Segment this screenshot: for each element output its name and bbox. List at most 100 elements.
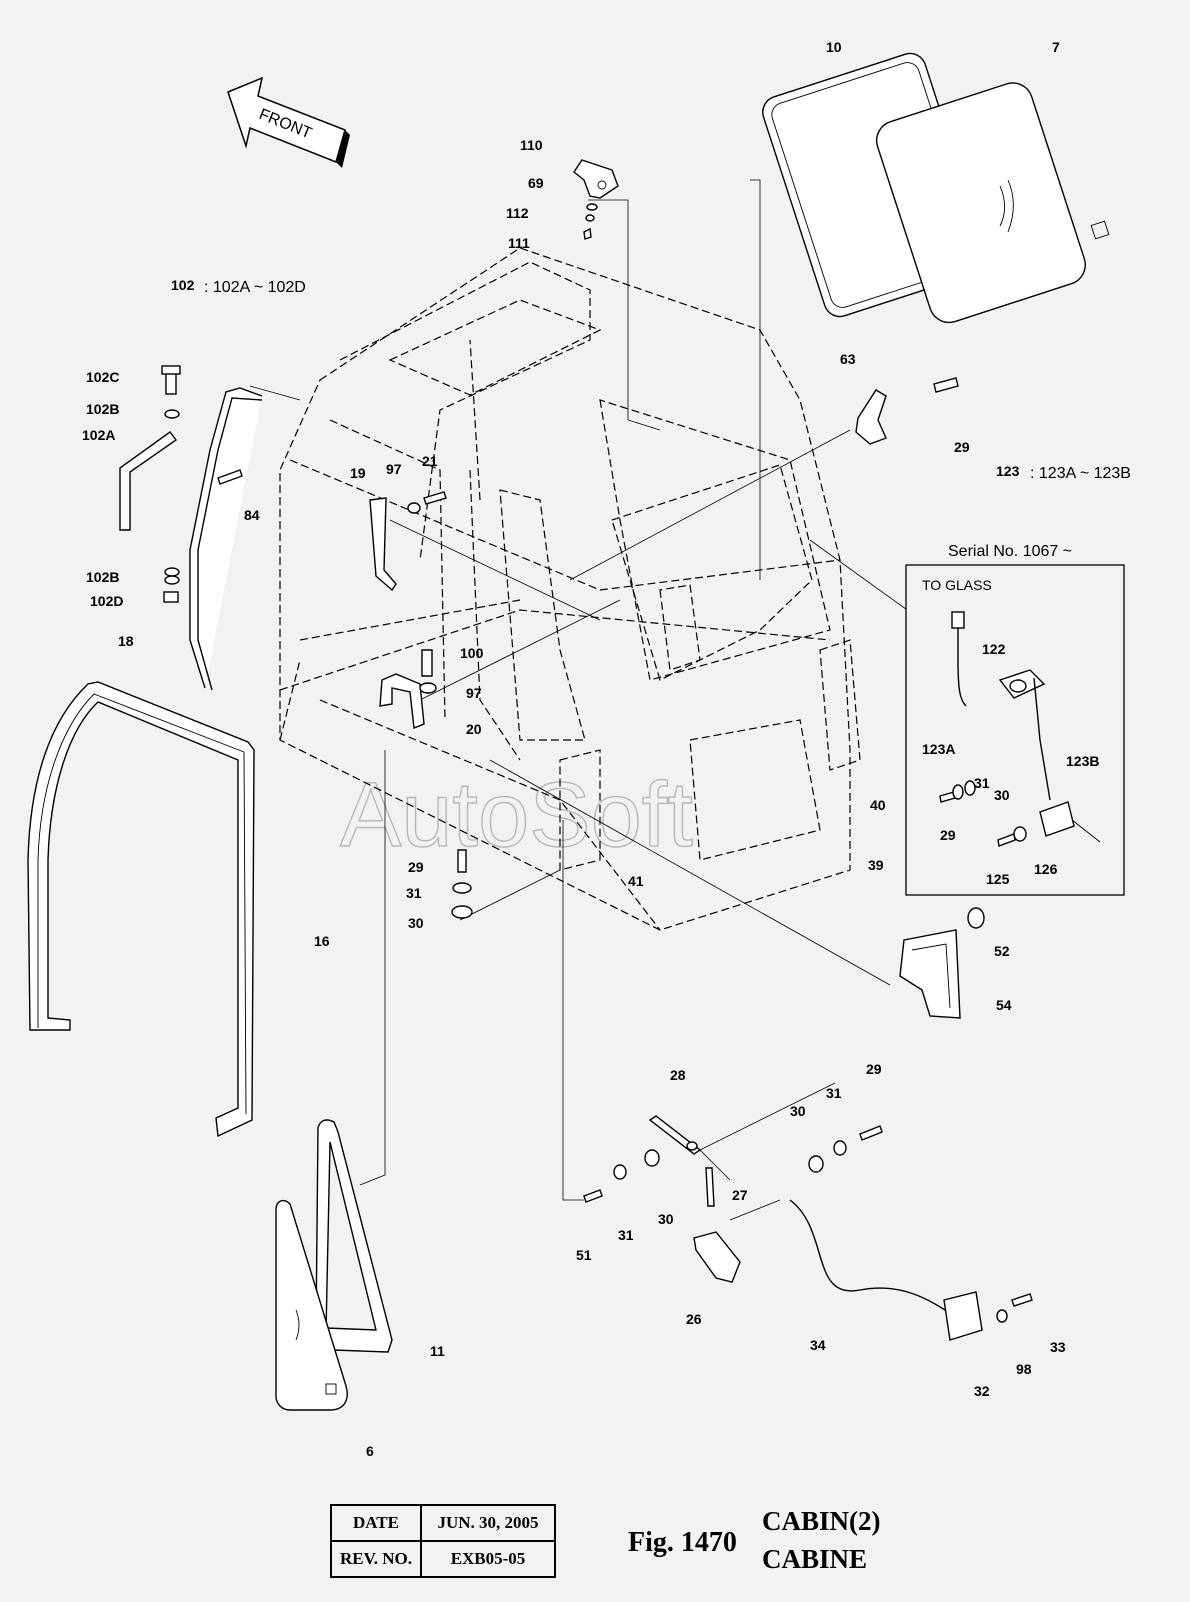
callout: 29 — [954, 439, 970, 455]
callout: 28 — [670, 1067, 686, 1083]
title-block: DATE JUN. 30, 2005 REV. NO. EXB05-05 — [330, 1504, 556, 1578]
callout: 102A — [82, 427, 115, 443]
callout: 33 — [1050, 1339, 1066, 1355]
callout: 18 — [118, 633, 134, 649]
callout: 6 — [366, 1443, 374, 1459]
callout: 31 — [406, 885, 422, 901]
callout: 31 — [618, 1227, 634, 1243]
callout: 30 — [658, 1211, 674, 1227]
callout-labels: 10 7 110 69 112 111 102C 102B 102A 84 10… — [82, 39, 1099, 1459]
callout: 34 — [810, 1337, 826, 1353]
callout: 102D — [90, 593, 123, 609]
date-value: JUN. 30, 2005 — [420, 1504, 556, 1542]
callout: 100 — [460, 645, 484, 661]
callout: 29 — [408, 859, 424, 875]
bolt-29c — [457, 849, 467, 873]
latch-32 — [943, 1291, 983, 1341]
glass-6 — [275, 1199, 348, 1411]
serial-box — [905, 564, 1125, 896]
rev-value: EXB05-05 — [420, 1540, 556, 1578]
washer-102b-top — [164, 409, 180, 419]
callout: 111 — [508, 235, 530, 251]
cabin-frame — [279, 247, 861, 931]
washer-30b — [451, 905, 473, 919]
handle-19 — [369, 497, 397, 592]
handrail-18 — [189, 387, 263, 691]
callout: 16 — [314, 933, 330, 949]
washer-31c — [833, 1140, 847, 1156]
callout: 10 — [826, 39, 842, 55]
washer-97b — [419, 682, 437, 694]
callout: 29 — [940, 827, 956, 843]
callout: 30 — [994, 787, 1010, 803]
callout: 122 — [982, 641, 1006, 657]
kit-102-range: : 102A ~ 102D — [204, 279, 306, 296]
front-arrow: FRONT — [227, 76, 350, 168]
callout: 98 — [1016, 1361, 1032, 1377]
figure-subtitle: CABINE — [762, 1544, 868, 1574]
figure-title: CABIN(2) — [762, 1506, 881, 1536]
callout: 123A — [922, 741, 955, 757]
callout: 20 — [466, 721, 482, 737]
callout: 54 — [996, 997, 1012, 1013]
callout: 97 — [386, 461, 402, 477]
callout: 29 — [866, 1061, 882, 1077]
washer-30c — [808, 1155, 824, 1173]
callout: 7 — [1052, 39, 1060, 55]
washer-98 — [996, 1309, 1008, 1323]
figure-number: Fig. 1470 — [628, 1527, 737, 1558]
lever-28 — [648, 1115, 702, 1155]
callout: 51 — [576, 1247, 592, 1263]
rev-label: REV. NO. — [330, 1540, 422, 1578]
callout: 110 — [520, 137, 543, 153]
callout: 21 — [422, 453, 438, 469]
callout: 125 — [986, 871, 1010, 887]
bolt-100 — [421, 649, 433, 677]
callout: 102B — [86, 401, 119, 417]
callout: 52 — [994, 943, 1010, 959]
watermark: AutoSoft — [340, 764, 693, 866]
callout: 126 — [1034, 861, 1058, 877]
callout: 97 — [466, 685, 482, 701]
callout: 27 — [732, 1187, 748, 1203]
serial-number: Serial No. 1067 ~ — [948, 543, 1072, 560]
callout: 112 — [506, 205, 529, 221]
seal-11 — [315, 1119, 393, 1353]
washer-30d — [644, 1149, 660, 1167]
kit-123-range: : 123A ~ 123B — [1030, 465, 1131, 482]
cable-34 — [789, 1199, 949, 1313]
callout: 84 — [244, 507, 260, 523]
washer-31b — [452, 882, 472, 894]
door-glass-7 — [875, 82, 1110, 324]
callout: 30 — [790, 1103, 806, 1119]
bolt-51 — [583, 1189, 603, 1203]
kit-102-num: 102 — [171, 277, 195, 293]
callout: 30 — [408, 915, 424, 931]
callout: 39 — [868, 857, 884, 873]
kit-123-num: 123 — [996, 463, 1020, 479]
date-label: DATE — [330, 1504, 422, 1542]
callout: 123B — [1066, 753, 1099, 769]
bolt-33 — [1011, 1293, 1033, 1307]
callout: 11 — [430, 1343, 445, 1359]
callout: 40 — [870, 797, 886, 813]
washer-31d — [613, 1164, 627, 1180]
callout: 26 — [686, 1311, 702, 1327]
callout: 63 — [840, 351, 856, 367]
lock-63 — [855, 377, 959, 445]
bolt-84 — [217, 469, 243, 485]
bolt-21 — [423, 491, 447, 505]
callout: 31 — [974, 775, 990, 791]
seal-16 — [27, 681, 255, 1138]
to-glass-label: TO GLASS — [922, 577, 992, 593]
callout: 102C — [86, 369, 119, 385]
callout: 102B — [86, 569, 119, 585]
callout: 31 — [826, 1085, 842, 1101]
pipe-102a — [119, 431, 177, 531]
callout: 69 — [528, 175, 544, 191]
spring-27 — [705, 1167, 715, 1207]
callout: 41 — [628, 873, 644, 889]
bracket-110 — [573, 159, 619, 240]
cover-54 — [899, 907, 985, 1019]
